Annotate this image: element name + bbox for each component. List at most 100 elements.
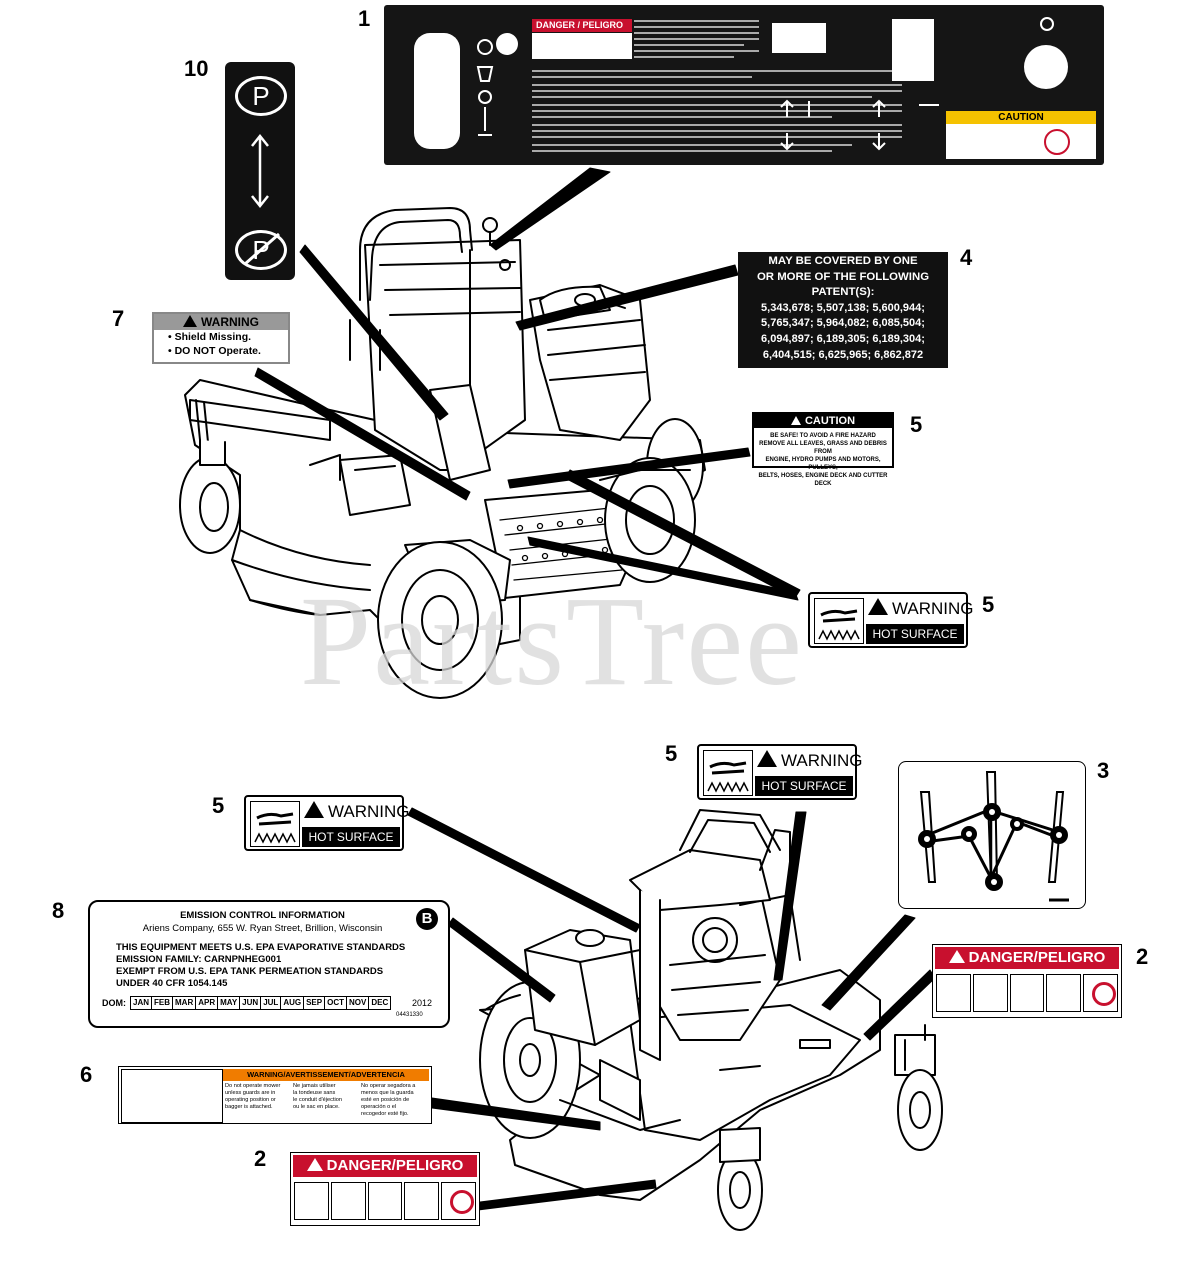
warning-es-line: No operar segadora a [361, 1083, 416, 1089]
callout-3: 3 [1097, 758, 1110, 783]
warning-fr-line: la tondeuse sans [293, 1090, 336, 1096]
double-arrow-icon [251, 133, 269, 209]
callout-5-hot-lower-left: 5 [212, 793, 225, 818]
hot-surface-subtitle: HOT SURFACE [866, 624, 964, 644]
leader-lines [254, 167, 936, 1211]
decal-patent: MAY BE COVERED BY ONE OR MORE OF THE FOL… [738, 252, 948, 368]
slash-icon [244, 232, 280, 266]
fine-print-top-graphic [634, 20, 759, 58]
emission-month-box: OCT [324, 996, 347, 1010]
callout-5-hot-lower-right: 5 [665, 741, 678, 766]
multilingual-warning-title: WARNING/AVERTISSEMENT/ADVERTENCIA [223, 1069, 429, 1081]
off-icon [1040, 17, 1054, 31]
gauge-window [892, 19, 934, 81]
hot-surface-subtitle: HOT SURFACE [302, 827, 400, 847]
emission-badge: B [416, 908, 438, 930]
emission-month-box: MAR [172, 996, 197, 1010]
callout-1: 1 [358, 6, 371, 31]
caution-fire-line-1: BE SAFE! TO AVOID A FIRE HAZARD [770, 433, 876, 439]
patent-line-6: 6,094,897; 6,189,305; 6,189,304; [761, 332, 925, 345]
patent-line-1: MAY BE COVERED BY ONE [768, 255, 918, 267]
danger-lower-header: DANGER/PELIGRO [293, 1155, 477, 1177]
emission-month-box: MAY [217, 996, 241, 1010]
hot-surface-warning-title: WARNING [757, 750, 863, 771]
emission-part-number: 04431330 [396, 1012, 423, 1018]
hot-hand-icon [250, 801, 300, 847]
decal-danger-lower: DANGER/PELIGRO [290, 1152, 480, 1226]
discharge-hazard-pictogram [121, 1069, 223, 1123]
warning-fr-line: le conduit d'éjection [293, 1097, 342, 1103]
callout-2-upper: 2 [1136, 944, 1149, 969]
emission-month-box: JUN [239, 996, 262, 1010]
shield-warning-item-1: • Shield Missing. [168, 331, 252, 343]
shield-warning-header: WARNING [154, 314, 288, 330]
warning-en-line: unless guards are in [225, 1090, 276, 1096]
danger-upper-header: DANGER/PELIGRO [935, 947, 1119, 969]
fine-print-text-graphic [532, 70, 902, 152]
patent-line-5: 5,765,347; 5,964,082; 6,085,504; [761, 317, 925, 330]
decal-hot-surface-lower-right: WARNING HOT SURFACE [697, 744, 863, 800]
hot-surface-warning-title: WARNING [304, 801, 410, 822]
callout-7: 7 [112, 306, 125, 331]
decal-danger-upper: DANGER/PELIGRO [932, 944, 1122, 1018]
decal-emission: EMISSION CONTROL INFORMATION Ariens Comp… [88, 900, 450, 1028]
warning-en-line: bagger is attached. [225, 1104, 273, 1110]
hot-hand-icon [703, 750, 753, 796]
caution-title: CAUTION [946, 111, 1096, 124]
caution-triangle-icon [790, 416, 801, 425]
callout-10: 10 [184, 56, 209, 81]
caution-fire-title: CAUTION [804, 415, 856, 427]
lower-mower-illustration [479, 809, 943, 1231]
danger-title: DANGER / PELIGRO [532, 19, 632, 32]
emission-dom-label: DOM: [102, 998, 126, 1008]
warning-en-line: Do not operate mower [225, 1083, 281, 1089]
ignition-switch-graphic [1024, 45, 1068, 89]
caution-box: CAUTION [946, 111, 1096, 159]
key-icon [496, 33, 518, 55]
patent-line-3: PATENT(S): [811, 286, 875, 299]
emission-line-3: EXEMPT FROM U.S. EPA TANK PERMEATION STA… [116, 966, 384, 977]
partstree-watermark: PartsTree [300, 570, 804, 712]
patent-line-7: 6,404,515; 6,625,965; 6,862,872 [762, 348, 924, 361]
warning-es-line: menos que la guarda [361, 1090, 414, 1096]
emission-year: 2012 [412, 998, 433, 1008]
emission-company: Ariens Company, 655 W. Ryan Street, Bril… [142, 923, 383, 934]
motion-control-icons [780, 99, 939, 151]
warning-fr-line: Ne jamais utiliser [293, 1083, 336, 1089]
hot-surface-subtitle: HOT SURFACE [755, 776, 853, 796]
warning-triangle-icon [183, 315, 197, 327]
callout-6: 6 [80, 1062, 93, 1087]
shield-warning-title: WARNING [201, 315, 259, 329]
decal-parking-brake: P P [225, 62, 295, 280]
patent-line-2: OR MORE OF THE FOLLOWING [756, 270, 930, 283]
hot-hand-icon [814, 598, 864, 644]
emission-month-box: JAN [130, 996, 153, 1010]
warning-es-line: recogedor esté fijo. [361, 1111, 409, 1117]
parking-engaged-symbol: P [235, 76, 287, 116]
callout-5-hot-upper: 5 [982, 592, 995, 617]
decal-hot-surface-lower-left: WARNING HOT SURFACE [244, 795, 410, 851]
emission-month-box: JUL [260, 996, 282, 1010]
emission-line-2: EMISSION FAMILY: CARNPNHEG001 [116, 954, 282, 965]
decal-hot-surface-upper: WARNING HOT SURFACE [808, 592, 974, 648]
emission-month-box: AUG [280, 996, 305, 1010]
caution-fire-line-3: ENGINE, HYDRO PUMPS AND MOTORS, PULLEYS, [765, 457, 881, 471]
emission-title: EMISSION CONTROL INFORMATION [180, 910, 345, 921]
callout-2-lower: 2 [254, 1146, 267, 1171]
shield-warning-item-2: • DO NOT Operate. [168, 345, 261, 357]
patent-line-4: 5,343,678; 5,507,138; 5,600,944; [761, 301, 925, 314]
hour-meter-window [772, 23, 826, 53]
belt-routing-diagram [918, 771, 1069, 902]
caution-fire-line-4: BELTS, HOSES, ENGINE DECK AND CUTTER DEC… [758, 473, 888, 487]
choke-icons [476, 39, 494, 136]
decal-control-panel: DANGER / PELIGRO CAUTION [384, 5, 1104, 165]
warning-en-line: operating position or [225, 1097, 276, 1103]
emission-line-1: THIS EQUIPMENT MEETS U.S. EPA EVAPORATIV… [116, 942, 406, 953]
callout-5-caution: 5 [910, 412, 923, 437]
throttle-pad-graphic [414, 33, 460, 149]
danger-lower-pictograms [293, 1181, 477, 1221]
danger-upper-pictograms [935, 973, 1119, 1013]
hot-surface-warning-title: WARNING [868, 598, 974, 619]
